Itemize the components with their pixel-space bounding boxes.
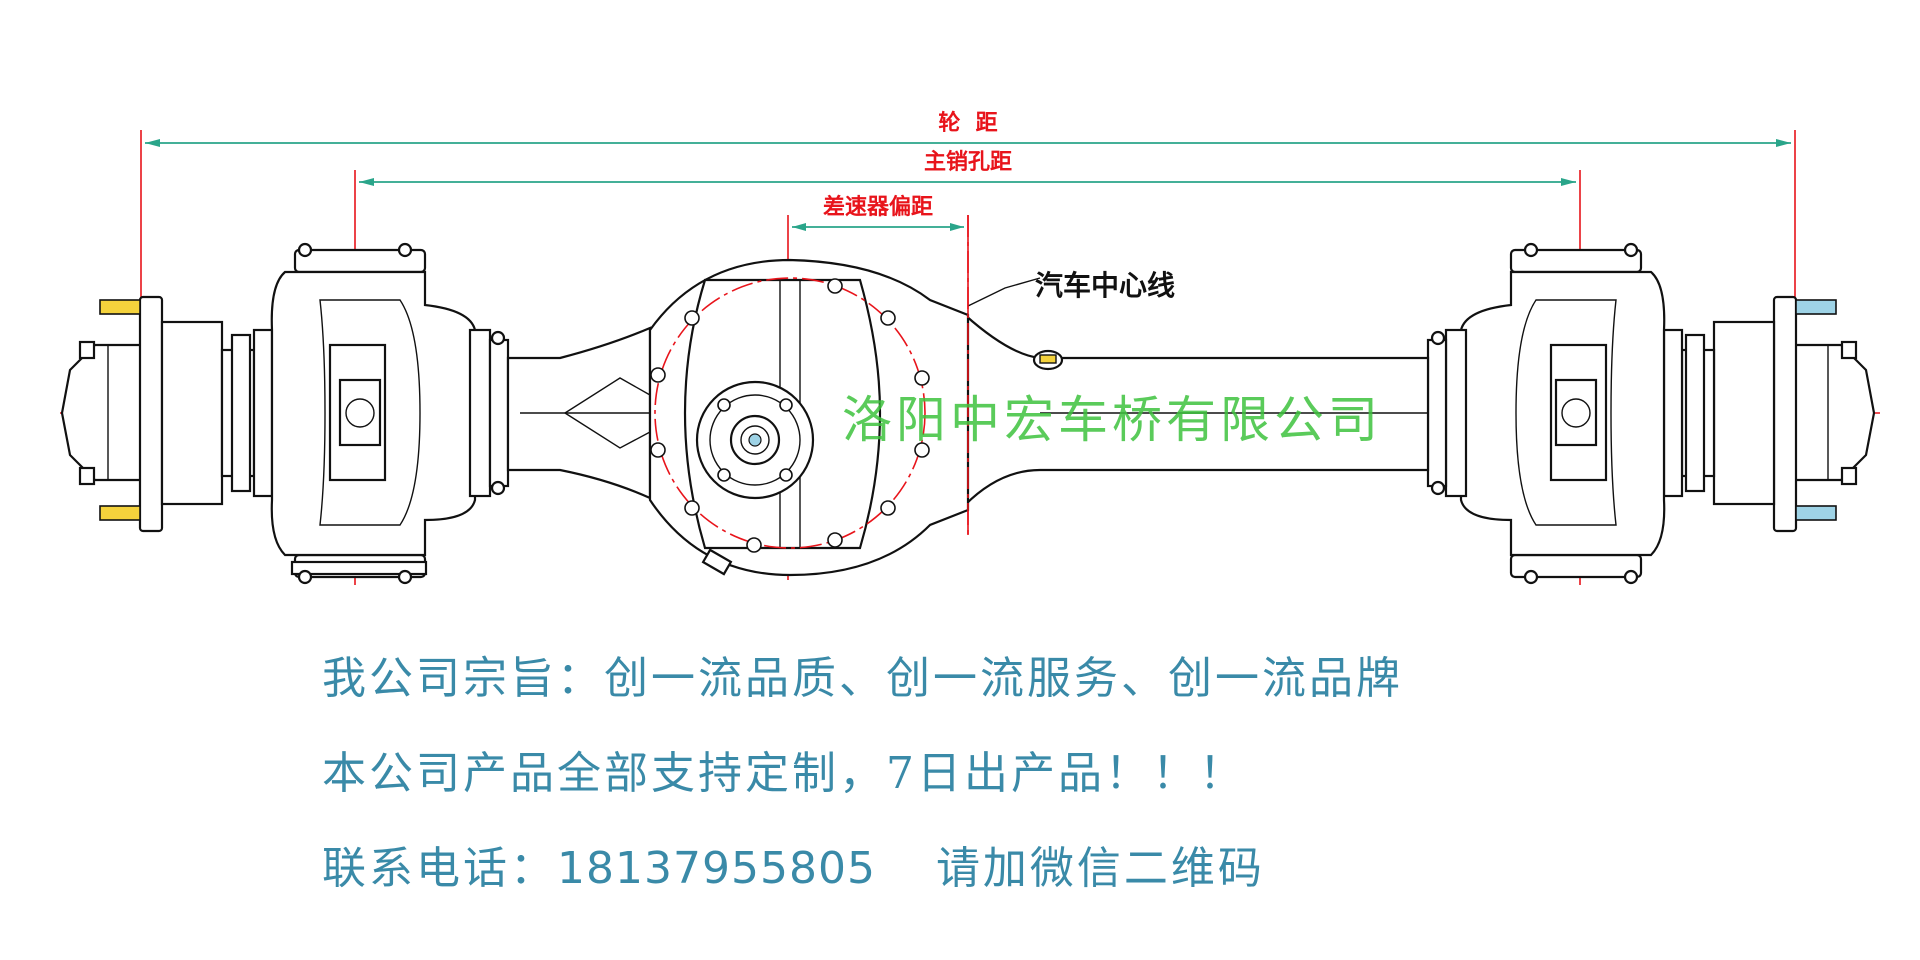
center-line-label: 汽车中心线 (1035, 269, 1175, 302)
right-knuckle (1426, 242, 1666, 585)
diff-offset-label: 差速器偏距 (823, 194, 933, 220)
contact-line: 联系电话：18137955805 请加微信二维码 (322, 832, 1265, 896)
left-hub (60, 295, 274, 533)
track-width-label: 轮 距 (938, 110, 997, 136)
company-mission-text: 我公司宗旨：创一流品质、创一流服务、创一流品牌 (322, 653, 1403, 704)
axle-beam (506, 258, 1430, 577)
contact-prefix: 联系电话： (322, 843, 557, 894)
kingpin-distance-label: 主销孔距 (924, 150, 1012, 175)
left-knuckle (270, 242, 510, 585)
right-hub (1662, 295, 1876, 533)
customization-text: 本公司产品全部支持定制，7日出产品！！！ (322, 748, 1246, 799)
wechat-prompt: 请加微信二维码 (935, 843, 1265, 894)
phone-number: 18137955805 (557, 843, 876, 894)
company-watermark: 洛阳中宏车桥有限公司 (842, 391, 1382, 449)
dimension-labels: 轮 距 主销孔距 差速器偏距 (823, 110, 1012, 220)
center-line-callout: 汽车中心线 (967, 269, 1175, 307)
